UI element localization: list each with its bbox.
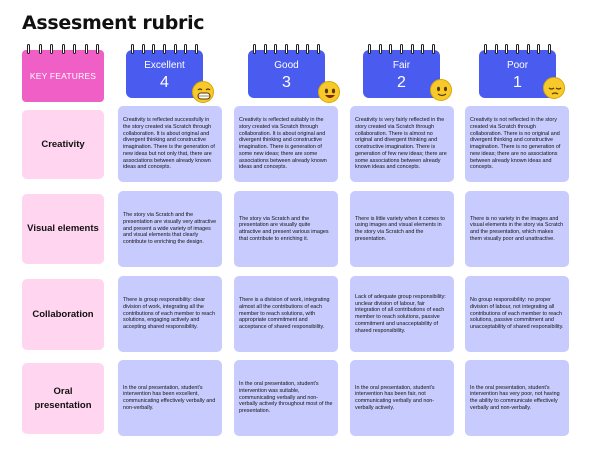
descriptor-cell: Creativity is not reflected in the story… — [465, 106, 569, 182]
descriptor-cell: There is a division of work, integrating… — [234, 276, 338, 352]
binder-rings — [368, 44, 435, 54]
descriptor-cell: In the oral presentation, student's inte… — [118, 360, 222, 436]
level-header-good: Good 3 — [248, 44, 325, 98]
binder-rings — [253, 44, 320, 54]
level-name: Excellent — [144, 60, 185, 71]
key-features-header: KEY FEATURES — [22, 44, 104, 102]
descriptor-cell: The story via Scratch and the presentati… — [234, 191, 338, 267]
grinning-face-icon — [192, 81, 214, 103]
descriptor-cell: No group responsibility: no proper divis… — [465, 276, 569, 352]
slightly-smiling-face-icon — [430, 79, 452, 101]
descriptor-cell: Creativity is reflected successfully in … — [118, 106, 222, 182]
pensive-face-icon — [543, 77, 565, 99]
descriptor-cell: The story via Scratch and the presentati… — [118, 191, 222, 267]
key-features-label: KEY FEATURES — [29, 71, 97, 81]
descriptor-cell: Lack of adequate group responsibility: u… — [350, 276, 454, 352]
feature-creativity: Creativity — [22, 110, 104, 179]
descriptor-cell: There is little variety when it comes to… — [350, 191, 454, 267]
descriptor-cell: Creativity is reflected suitably in the … — [234, 106, 338, 182]
feature-visual-elements: Visual elements — [22, 194, 104, 264]
descriptor-cell: In the oral presentation, student's inte… — [465, 360, 569, 436]
feature-oral-presentation: Oral presentation — [22, 363, 104, 434]
level-name: Good — [274, 60, 299, 71]
descriptor-cell: There is group responsibility: clear div… — [118, 276, 222, 352]
binder-rings — [131, 44, 198, 54]
descriptor-cell: There is no variety in the images and vi… — [465, 191, 569, 267]
binder-rings — [27, 44, 99, 54]
level-name: Fair — [392, 60, 411, 71]
feature-collaboration: Collaboration — [22, 279, 104, 350]
level-score: 1 — [513, 74, 522, 91]
binder-rings — [484, 44, 551, 54]
level-score: 3 — [282, 74, 291, 91]
level-header-fair: Fair 2 — [363, 44, 440, 98]
page-title: Assesment rubric — [22, 12, 205, 34]
level-name: Poor — [506, 60, 529, 71]
descriptor-cell: Creativity is very fairly reflected in t… — [350, 106, 454, 182]
level-header-excellent: Excellent 4 — [126, 44, 203, 98]
level-score: 4 — [160, 74, 169, 91]
level-score: 2 — [397, 74, 406, 91]
smiling-face-icon — [318, 81, 340, 103]
descriptor-cell: In the oral presentation, student's inte… — [350, 360, 454, 436]
descriptor-cell: In the oral presentation, student's inte… — [234, 360, 338, 436]
